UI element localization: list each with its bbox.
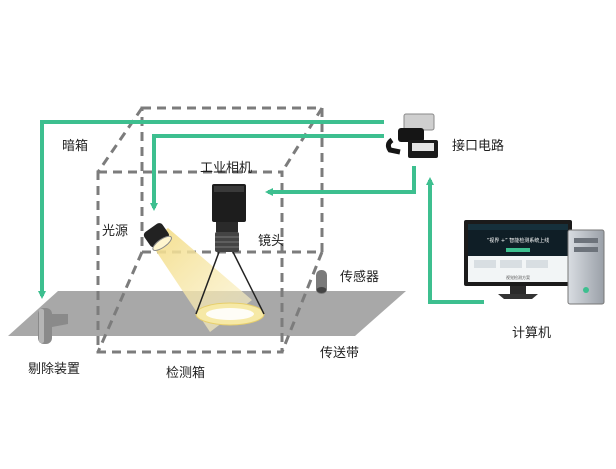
reject-pusher-icon xyxy=(38,308,68,344)
line-to-camera xyxy=(265,166,416,196)
pc-tower-icon xyxy=(567,229,605,305)
sensor-icon xyxy=(316,270,327,294)
monitor-headline: “视界 +” 智能检测系统上线 xyxy=(487,237,550,244)
signal-lines xyxy=(38,120,484,304)
label-industrial-camera: 工业相机 xyxy=(200,161,253,176)
camera-fov-left xyxy=(195,251,220,315)
label-computer: 计算机 xyxy=(512,326,552,341)
label-lens: 镜头 xyxy=(258,234,285,249)
usb-connector-icon xyxy=(385,113,438,158)
dark-box-frame xyxy=(96,106,324,354)
label-light-source: 光源 xyxy=(102,224,129,239)
camera-fov-right xyxy=(232,251,265,315)
camera-icon xyxy=(212,184,246,252)
label-interface-circuit: 接口电路 xyxy=(452,139,505,154)
monitor-footer: 视觉检测方案 xyxy=(506,274,530,280)
line-computer-to-interface xyxy=(426,177,484,304)
label-reject-device: 剔除装置 xyxy=(28,362,81,377)
ring-light-icon xyxy=(143,223,172,251)
monitor-icon: “视界 +” 智能检测系统上线 视觉检测方案 xyxy=(464,220,572,299)
line-to-light xyxy=(150,134,384,211)
line-to-reject xyxy=(38,120,384,299)
label-sensor: 传感器 xyxy=(340,270,380,285)
label-dark-box: 暗箱 xyxy=(62,139,89,154)
label-conveyor: 传送带 xyxy=(320,346,360,361)
label-detection-box: 检测箱 xyxy=(166,366,206,381)
